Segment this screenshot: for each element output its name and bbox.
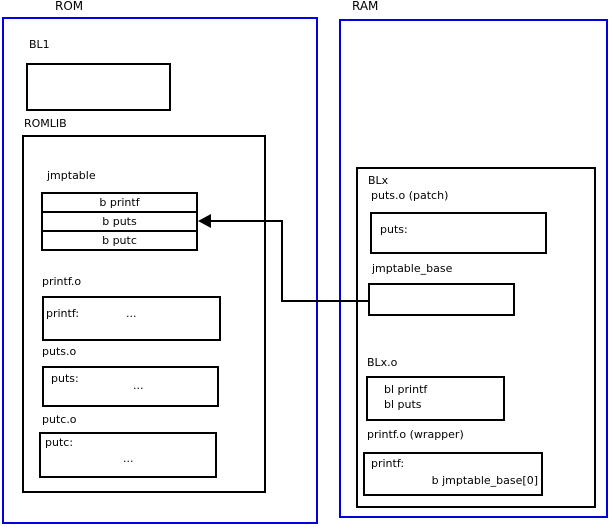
ram-region-title: RAM bbox=[352, 0, 379, 13]
puts-patch-label: puts.o (patch) bbox=[371, 189, 449, 202]
bl1-box bbox=[26, 63, 171, 111]
arrowhead-left-icon bbox=[198, 214, 211, 228]
jmptable-base-box bbox=[368, 283, 515, 316]
puts-o-label: puts.o bbox=[42, 345, 77, 358]
jmptable-row-putc: b putc bbox=[41, 230, 198, 251]
rom-region bbox=[2, 17, 318, 524]
ram-region bbox=[339, 19, 608, 518]
connector-vertical-segment bbox=[281, 220, 283, 302]
rom-region-title: ROM bbox=[55, 0, 84, 13]
printf-o-label: printf.o bbox=[42, 275, 82, 288]
jmptable-row-puts: b puts bbox=[41, 211, 198, 232]
romlib-label: ROMLIB bbox=[24, 117, 67, 130]
jmptable-base-label: jmptable_base bbox=[372, 262, 453, 275]
jmptable-row-printf: b printf bbox=[41, 192, 198, 213]
blx-o-label: BLx.o bbox=[367, 356, 398, 369]
printf-wrapper-instruction: b jmptable_base[0] bbox=[431, 474, 538, 487]
jmptable-box: b printf b puts b putc bbox=[41, 192, 198, 251]
puts-o-box: puts: ... bbox=[42, 366, 219, 407]
putc-o-label: putc.o bbox=[42, 413, 77, 426]
putc-symbol: putc: bbox=[45, 436, 74, 449]
blx-label: BLx bbox=[368, 174, 389, 187]
putc-o-box: putc: ... bbox=[39, 432, 217, 478]
puts-patch-box: puts: bbox=[370, 212, 547, 254]
printf-wrapper-symbol: printf: bbox=[371, 457, 405, 470]
puts-symbol: puts: bbox=[51, 372, 79, 385]
printf-wrapper-box: printf: b jmptable_base[0] bbox=[363, 452, 543, 496]
connector-horizontal-segment-bottom bbox=[281, 300, 368, 302]
puts-body-ellipsis: ... bbox=[133, 379, 144, 392]
printf-body-ellipsis: ... bbox=[126, 307, 137, 320]
printf-o-box: printf: ... bbox=[42, 296, 221, 341]
jmptable-label: jmptable bbox=[47, 169, 96, 182]
blx-o-instruction-bl-printf: bl printf bbox=[384, 383, 428, 396]
printf-wrapper-label: printf.o (wrapper) bbox=[367, 428, 464, 441]
putc-body-ellipsis: ... bbox=[123, 452, 134, 465]
puts-patch-symbol: puts: bbox=[380, 223, 408, 236]
bl1-label: BL1 bbox=[29, 38, 50, 51]
printf-symbol: printf: bbox=[46, 307, 80, 320]
blx-o-instruction-bl-puts: bl puts bbox=[384, 398, 422, 411]
connector-horizontal-segment-top bbox=[211, 220, 283, 222]
blx-o-box: bl printf bl puts bbox=[366, 376, 505, 421]
